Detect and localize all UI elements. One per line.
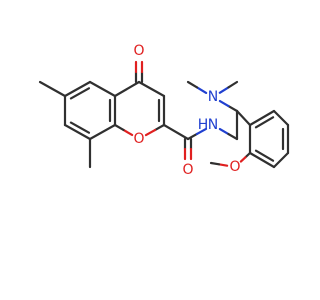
bond <box>88 123 117 141</box>
bond <box>113 123 125 132</box>
methoxy-oxygen-label: O <box>229 159 240 175</box>
n-methyl-bond <box>186 80 199 89</box>
bond <box>153 123 166 132</box>
methyl-bond <box>38 80 67 98</box>
n-methyl-bond <box>195 86 208 94</box>
bond <box>137 80 166 98</box>
methoxy-bond <box>209 161 221 166</box>
n-methyl-bond <box>227 80 239 89</box>
ch-aryl-bond <box>235 109 252 127</box>
bond <box>218 127 230 136</box>
double-bond-inner <box>254 116 275 129</box>
bond <box>195 127 208 136</box>
methoxy-bond <box>239 156 247 163</box>
n-methyl-bond <box>218 86 230 94</box>
carbonyl-oxygen-label: O <box>133 43 144 59</box>
bond <box>144 128 157 137</box>
ring-oxygen-label: O <box>133 131 144 147</box>
aryl-bond <box>248 109 276 127</box>
amide-hydrogen-label: H <box>198 117 209 133</box>
ch-n-bond <box>227 104 239 113</box>
dimethylamino-nitrogen-label: N <box>208 89 218 105</box>
double-bond-inner <box>69 87 91 100</box>
molecule-structure: O O O NHN O <box>38 43 290 178</box>
bond <box>162 123 190 141</box>
bond <box>113 80 141 98</box>
bond <box>227 132 239 141</box>
amide-nitrogen-label: N <box>208 117 218 133</box>
amide-oxygen-label: O <box>182 162 193 178</box>
aryl-bond <box>248 151 276 169</box>
bond <box>63 123 92 141</box>
bond <box>88 80 117 98</box>
ch-n-bond <box>218 99 230 108</box>
aryl-bond <box>272 151 290 169</box>
bond <box>186 132 199 141</box>
double-bond-inner <box>254 149 275 162</box>
double-bond-inner <box>69 121 91 134</box>
bond <box>63 80 92 98</box>
aryl-bond <box>272 109 290 127</box>
methoxy-bond <box>217 163 229 167</box>
bond <box>122 128 134 137</box>
